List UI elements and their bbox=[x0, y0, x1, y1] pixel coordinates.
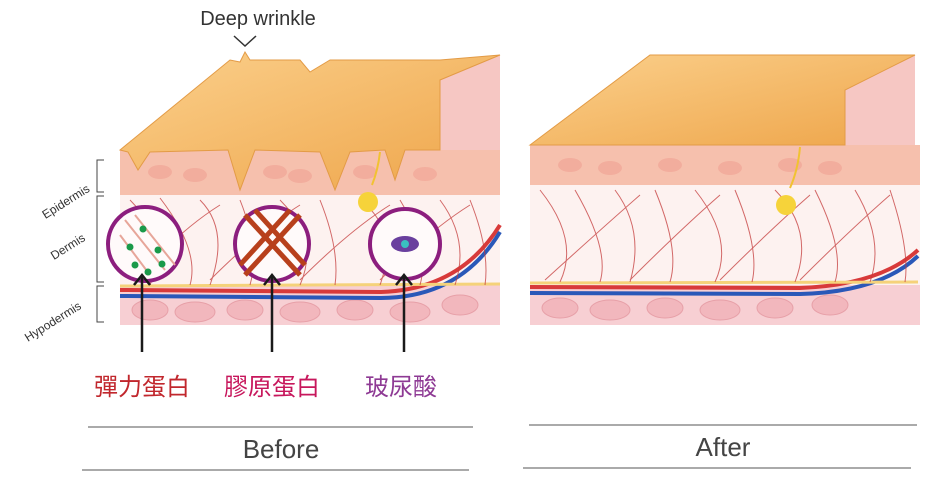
after-red-vessel bbox=[529, 248, 920, 291]
after-sweat-gland-body bbox=[776, 195, 796, 215]
before-epidermis-cells bbox=[148, 165, 437, 183]
after-blue-vessel bbox=[529, 254, 920, 297]
after-label: After bbox=[696, 432, 751, 462]
deep-wrinkle-caret-icon bbox=[233, 35, 257, 48]
before-red-vessel bbox=[119, 223, 502, 295]
after-skin-block bbox=[528, 54, 920, 325]
collagen-circle bbox=[233, 205, 311, 283]
after-dermis-fibers bbox=[539, 189, 907, 283]
elastin-circle bbox=[106, 205, 184, 283]
after-yellow-band bbox=[529, 280, 919, 285]
hypodermis-label: Hypodermis bbox=[22, 299, 84, 345]
before-yellow-band bbox=[119, 282, 501, 288]
after-sweat-gland bbox=[789, 146, 801, 189]
component-arrows bbox=[133, 272, 413, 352]
before-skin-surface bbox=[118, 50, 501, 192]
before-label: Before bbox=[243, 434, 320, 464]
after-skin-surface bbox=[528, 54, 916, 146]
hyaluronic-label: 玻尿酸 bbox=[365, 374, 437, 401]
collagen-label: 膠原蛋白 bbox=[224, 374, 320, 401]
elastin-label: 彈力蛋白 bbox=[94, 374, 190, 401]
before-skin-block bbox=[118, 50, 502, 325]
layer-brackets bbox=[96, 159, 104, 323]
after-dermis-layer bbox=[530, 185, 920, 285]
after-fat-cells bbox=[541, 294, 849, 321]
before-sweat-gland-body bbox=[358, 192, 378, 212]
hyaluronic-circle bbox=[368, 207, 442, 281]
before-sweat-gland bbox=[371, 151, 381, 186]
deep-wrinkle-label: Deep wrinkle bbox=[200, 8, 316, 30]
dermis-label: Dermis bbox=[48, 231, 88, 263]
epidermis-label: Epidermis bbox=[40, 182, 93, 222]
